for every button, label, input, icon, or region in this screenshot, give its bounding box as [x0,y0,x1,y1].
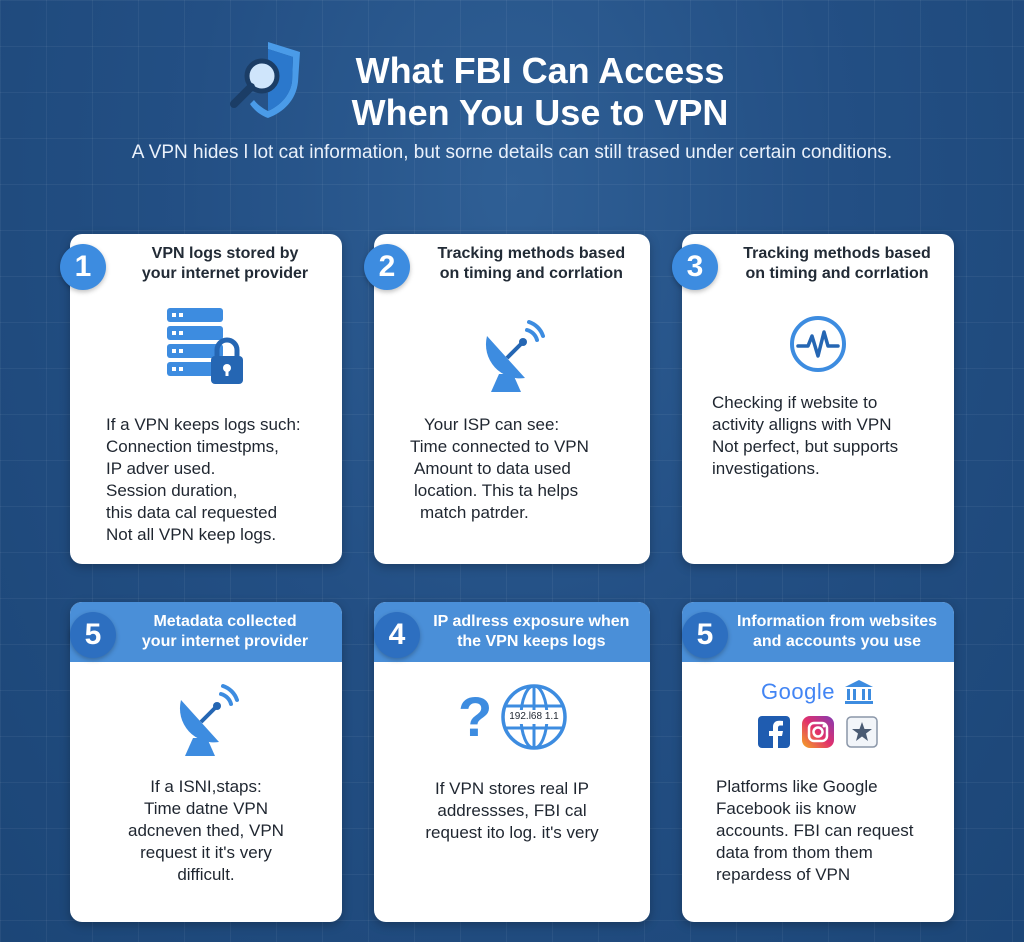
card-heading-line: on timing and corrlation [745,265,929,282]
card-metadata-collected: 5 Metadata collected your internet provi… [70,602,342,922]
question-globe-icon: ? [458,684,567,750]
page-title: What FBI Can Access When You Use to VPN [300,50,780,134]
card-number-badge: 5 [70,612,116,658]
card-1-vpn-logs: 1 VPN logs stored by your internet provi… [60,234,342,564]
title-line-2: When You Use to VPN [351,92,729,133]
card-heading-line: VPN logs stored by [151,245,299,262]
google-logo: Google [761,679,835,704]
card-heading-line: on timing and corrlation [439,265,623,282]
title-line-1: What FBI Can Access [355,50,725,91]
card-body: Checking if website to activity alligns … [712,393,899,478]
card-header: 5 Metadata collected your internet provi… [70,602,342,662]
card-body: Your ISP can see: Time connected to VPN … [410,415,589,522]
satellite-dish-icon [179,684,239,756]
card-heading-line: IP adlress exposure when [433,613,630,630]
badge-icon [846,716,878,748]
card-number-badge: 2 [364,244,410,290]
page-subtitle: A VPN hides l lot cat information, but s… [131,142,893,163]
card-heading-line: your internet provider [141,633,309,650]
card-websites-accounts: 5 Information from websites and accounts… [682,602,954,922]
card-body: If a VPN keeps logs such: Connection tim… [106,415,301,544]
satellite-dish-icon [485,320,545,392]
card-heading-line: Tracking methods based [437,245,626,262]
card-header: 3 Tracking methods based on timing and c… [672,234,954,294]
card-number-badge: 1 [60,244,106,290]
card-number-badge: 3 [672,244,718,290]
card-3-timing-correlation: 3 Tracking methods based on timing and c… [672,234,954,564]
question-mark-icon: ? [458,685,492,748]
card-heading-line: Metadata collected [153,613,297,630]
card-body: If a ISNI,staps: Time datne VPN adcneven… [128,777,284,884]
card-2-isp-tracking: 2 Tracking methods based on timing and c… [364,234,650,564]
pulse-icon [790,316,846,372]
ip-address-label: 192.l68 1.1 [509,711,559,722]
card-header: 2 Tracking methods based on timing and c… [364,234,650,294]
card-header: 4 IP adlress exposure when the VPN keeps… [374,602,650,662]
card-number-badge: 4 [374,612,420,658]
card-number-badge: 5 [682,612,728,658]
card-heading-line: Information from websites [737,613,938,630]
card-header: 1 VPN logs stored by your internet provi… [60,234,342,294]
card-body: Platforms like Google Facebook iis know … [716,777,914,884]
card-heading-line: your internet provider [141,265,309,282]
card-body: If VPN stores real IP addressses, FBI ca… [425,779,599,842]
instagram-icon [802,716,834,748]
platform-logos: Google [682,678,954,748]
facebook-icon [758,716,790,748]
bank-icon [844,680,873,704]
server-lock-icon [167,308,243,384]
card-heading-line: the VPN keeps logs [457,633,606,650]
card-ip-exposure: 4 IP adlress exposure when the VPN keeps… [374,602,650,922]
card-heading-line: Tracking methods based [743,245,931,262]
header: What FBI Can Access When You Use to VPN … [0,0,1024,230]
shield-search-icon [230,42,300,118]
card-heading-line: and accounts you use [753,633,922,650]
card-header: 5 Information from websites and accounts… [682,602,954,662]
